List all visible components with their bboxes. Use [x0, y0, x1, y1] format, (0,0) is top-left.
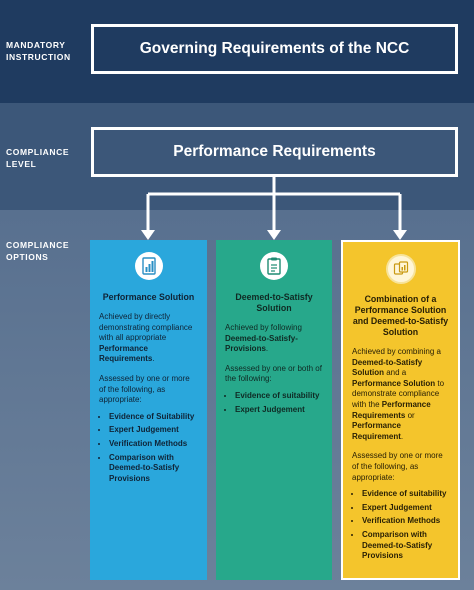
card-intro: Achieved by directly demonstrating compl…	[99, 312, 193, 364]
combination-card: Combination of a Performance Solution an…	[341, 240, 460, 580]
chart-document-icon	[134, 252, 163, 280]
card-intro: Achieved by following Deemed-to-Satisfy-…	[225, 323, 302, 354]
compliance-options-label: COMPLIANCE OPTIONS	[6, 240, 70, 262]
checklist-clipboard-icon	[260, 252, 288, 280]
compliance-level-band	[0, 103, 474, 210]
list-item: Evidence of Suitability	[109, 412, 198, 423]
list-item: Expert Judgement	[235, 405, 323, 416]
card-assess-text: Assessed by one or both of the following…	[225, 363, 322, 384]
list-item: Comparison with Deemed-to-Satisfy Provis…	[109, 453, 198, 485]
list-item: Expert Judgement	[362, 503, 449, 514]
performance-requirements-box: Performance Requirements	[91, 127, 458, 177]
governing-requirements-box: Governing Requirements of the NCC	[91, 24, 458, 74]
arrowhead-left	[141, 230, 155, 240]
deemed-to-satisfy-card: Deemed-to-Satisfy Solution Achieved by f…	[216, 240, 332, 580]
list-item: Evidence of suitability	[362, 489, 449, 500]
mandatory-instruction-label: MANDATORY INSTRUCTION	[6, 40, 71, 62]
list-item: Verification Methods	[109, 439, 198, 450]
list-item: Comparison with Deemed-to-Satisfy Provis…	[362, 530, 449, 562]
assessment-list: Evidence of suitability Expert Judgement	[225, 391, 323, 415]
card-title: Performance Solution	[102, 292, 195, 302]
performance-solution-card: Performance Solution Achieved by directl…	[90, 240, 207, 580]
arrowhead-middle	[267, 230, 281, 240]
list-item: Evidence of suitability	[235, 391, 323, 402]
assessment-list: Evidence of Suitability Expert Judgement…	[99, 412, 198, 485]
card-intro: Achieved by combining a Deemed-to-Satisf…	[352, 347, 445, 441]
assessment-list: Evidence of suitability Expert Judgement…	[352, 489, 449, 562]
arrowhead-right	[393, 230, 407, 240]
card-assess-text: Assessed by one or more of the following…	[99, 373, 190, 405]
list-item: Verification Methods	[362, 516, 449, 527]
list-item: Expert Judgement	[109, 425, 198, 436]
compliance-level-label: COMPLIANCE LEVEL	[6, 147, 70, 169]
mandatory-band	[0, 0, 474, 103]
combined-documents-icon	[385, 254, 416, 284]
card-title: Combination of a Performance Solution an…	[352, 294, 449, 337]
card-title: Deemed-to-Satisfy Solution	[235, 292, 313, 313]
card-assess-text: Assessed by one or more of the following…	[352, 451, 443, 482]
